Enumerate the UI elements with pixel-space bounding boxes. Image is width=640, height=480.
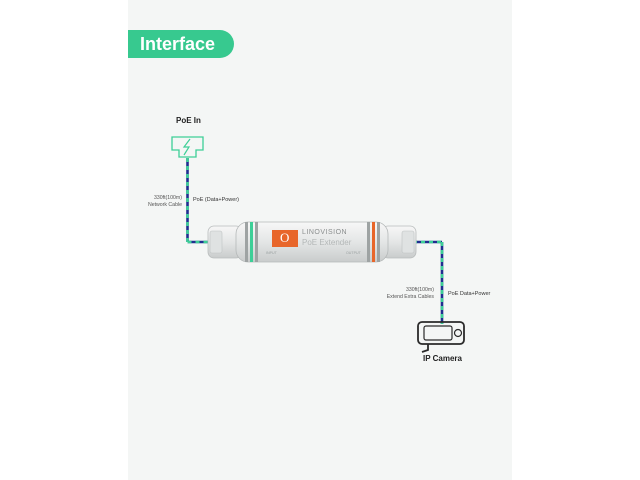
input-cable-signal: PoE (Data+Power) [193,197,240,203]
extender-model: PoE Extender [302,238,352,247]
poe-extender-device [207,221,417,263]
input-cable-length-line1: 330ft(100m) [154,195,182,201]
ethernet-port-icon [171,136,204,158]
input-cable [186,158,210,244]
output-cable [413,240,444,324]
extender-brand: LINOVISION [302,229,348,236]
output-cable-signal: PoE Data+Power [448,291,491,297]
output-cable-length-line1: 330ft(100m) [406,287,434,293]
diagram-graphics [171,136,465,353]
extender-logo-letter: O [280,230,290,245]
extender-port-input: INPUT [266,251,277,255]
input-cable-length-line2: Network Cable [147,201,182,208]
input-cable-length: 330ft(100m) Network Cable [142,195,182,208]
poe-in-label: PoE In [176,116,201,125]
extender-port-output: OUTPUT [346,251,361,255]
interface-badge: Interface [128,30,234,58]
output-cable-length: 330ft(100m) Extend Extra Cables [376,287,434,300]
ip-camera-label: IP Camera [423,354,462,363]
diagram-canvas: Interface [128,0,512,480]
ip-camera-icon [417,321,465,353]
output-cable-length-line2: Extend Extra Cables [386,293,434,300]
linovision-logo-icon [272,230,298,247]
